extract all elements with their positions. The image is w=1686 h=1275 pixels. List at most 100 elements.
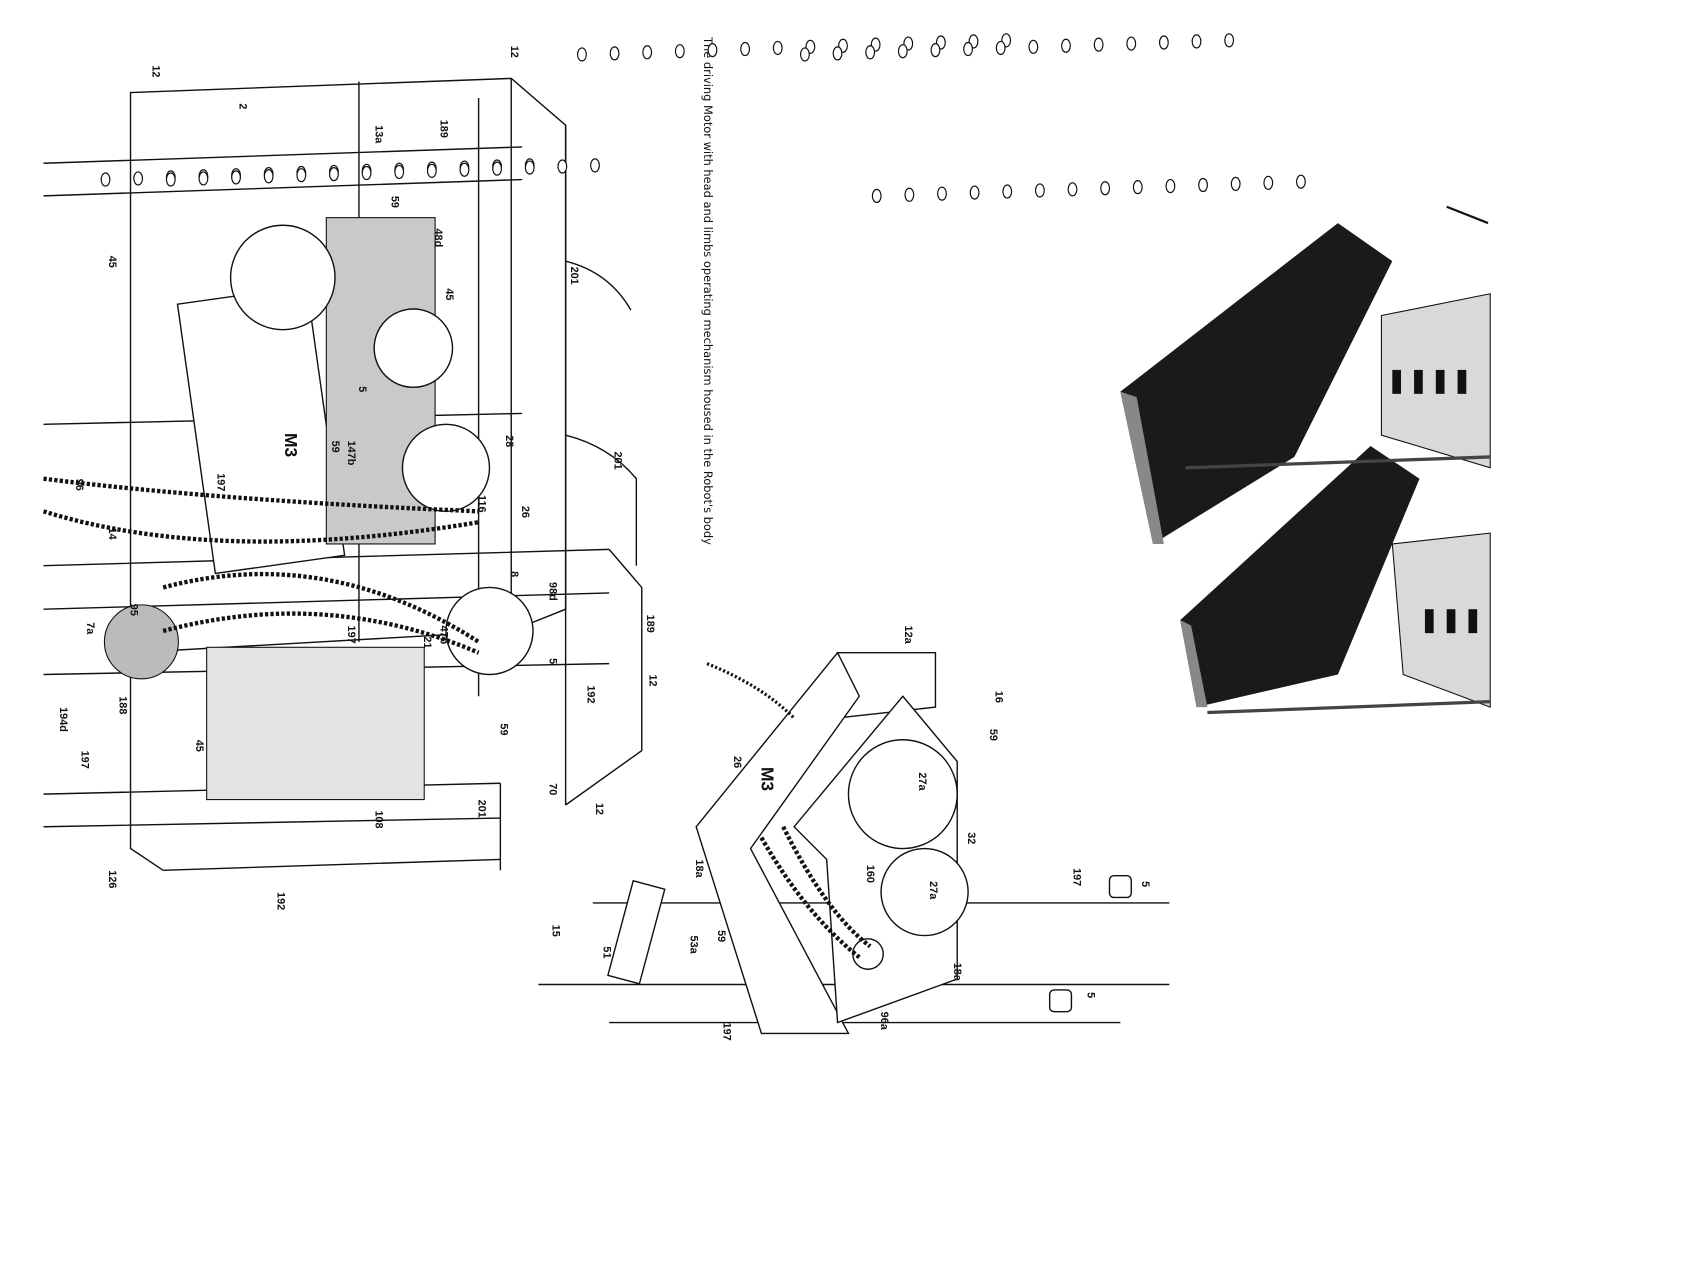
part-label: 12: [149, 65, 161, 77]
strip-hole: [609, 46, 620, 61]
part-label: 18a: [951, 963, 963, 982]
limb-mechanism-photo: [1120, 205, 1491, 715]
part-label: 27a: [916, 772, 928, 791]
motor-unit-labels: 12a 16 59 26 M3 27a 32 160 27a 18a 18a 5…: [601, 626, 1151, 1041]
part-label: 5: [546, 658, 558, 664]
strip-hole: [937, 186, 947, 201]
part-label: 45: [443, 288, 455, 300]
strip-hole: [1158, 35, 1169, 50]
strip-hole: [897, 44, 908, 59]
strip-hole: [557, 159, 568, 174]
strip-hole: [1165, 178, 1176, 194]
strip-hole: [1067, 182, 1078, 197]
part-label: 32: [965, 832, 977, 844]
part-label: 197: [345, 626, 357, 644]
part-label: 197: [1071, 868, 1083, 886]
part-label: 5: [1139, 881, 1151, 887]
part-label: 70: [546, 783, 558, 795]
strip-hole: [263, 169, 274, 184]
part-label: M3: [757, 767, 777, 791]
part-label: 45: [193, 740, 205, 752]
part-label: 147b: [345, 441, 357, 466]
part-label: 96a: [878, 1012, 890, 1031]
part-label: 201: [568, 267, 580, 285]
strip-hole: [1028, 39, 1039, 54]
strip-hole: [198, 171, 209, 186]
strip-hole: [576, 47, 587, 62]
strip-hole: [799, 47, 810, 62]
part-label: 59: [715, 930, 727, 942]
strip-hole: [832, 46, 843, 61]
part-label: 53a: [688, 936, 700, 955]
part-label: 126: [106, 870, 118, 888]
part-label: 12: [593, 803, 605, 815]
part-label: 194d: [57, 707, 69, 732]
strip-hole: [1034, 183, 1045, 198]
strip-hole: [1093, 37, 1104, 52]
strip-hole: [100, 172, 111, 187]
strip-hole: [1126, 36, 1137, 51]
part-label: 8: [508, 571, 520, 577]
part-label: 2: [236, 103, 248, 109]
strip-hole: [1061, 38, 1071, 53]
strip-hole: [394, 164, 405, 180]
part-label: 48d: [432, 229, 444, 248]
strip-hole: [642, 45, 653, 60]
strip-hole: [328, 166, 339, 182]
strip-hole: [1132, 180, 1143, 195]
part-label: 21: [421, 636, 433, 648]
motor-unit-drawing: [538, 651, 1170, 1035]
part-label: 51: [601, 946, 613, 958]
part-label: 5: [356, 386, 368, 392]
part-label: 108: [372, 810, 384, 828]
strip-hole: [590, 158, 600, 173]
part-label: 15: [550, 925, 562, 937]
part-label: 197: [79, 751, 91, 769]
figure-caption: The driving Motor with head and limbs op…: [701, 36, 715, 545]
part-label: 201: [612, 451, 624, 469]
strip-hole: [740, 41, 751, 57]
part-label: 45: [106, 256, 118, 268]
strip-hole: [963, 41, 974, 57]
strip-hole: [1263, 175, 1274, 190]
part-label: 59: [329, 441, 341, 453]
part-label: 192: [274, 892, 286, 910]
strip-hole: [296, 168, 307, 183]
part-label: 192: [584, 685, 596, 703]
strip-hole: [1100, 181, 1111, 196]
strip-hole: [231, 170, 241, 185]
part-label: 26: [519, 506, 531, 518]
part-label: 12a: [902, 626, 914, 645]
strip-hole: [1002, 184, 1013, 199]
strip-hole: [674, 44, 685, 59]
part-label: 188: [117, 696, 129, 714]
strip-hole: [426, 163, 437, 178]
part-label: 96: [73, 479, 85, 491]
part-label: 27a: [927, 881, 939, 900]
part-label: 95: [128, 604, 140, 616]
part-label: 116: [476, 495, 488, 513]
strip-hole: [492, 161, 503, 176]
part-label: 59: [389, 196, 401, 208]
strip-hole: [1230, 176, 1241, 192]
strip-hole: [1224, 33, 1235, 48]
part-label: 16: [992, 691, 1004, 703]
part-label: 197: [720, 1023, 732, 1041]
strip-hole: [524, 160, 535, 175]
part-label: 98d: [546, 582, 558, 601]
strip-hole: [871, 188, 882, 204]
part-label: 59: [987, 729, 999, 741]
strip-hole: [459, 162, 470, 177]
part-label: 13a: [372, 125, 384, 144]
part-label: 59: [497, 723, 509, 735]
part-label: 12: [508, 46, 520, 58]
part-number-labels: 12 12 2 13a 189 59 48d 45 201 45 5 28 14…: [57, 46, 659, 937]
part-label: 5: [1085, 992, 1097, 998]
strip-hole: [361, 165, 372, 181]
strip-hole: [969, 185, 980, 200]
robot-body-frame-drawing: [42, 33, 1306, 871]
strip-hole: [865, 45, 876, 60]
part-label: 28: [503, 435, 515, 447]
strip-hole: [165, 172, 176, 187]
